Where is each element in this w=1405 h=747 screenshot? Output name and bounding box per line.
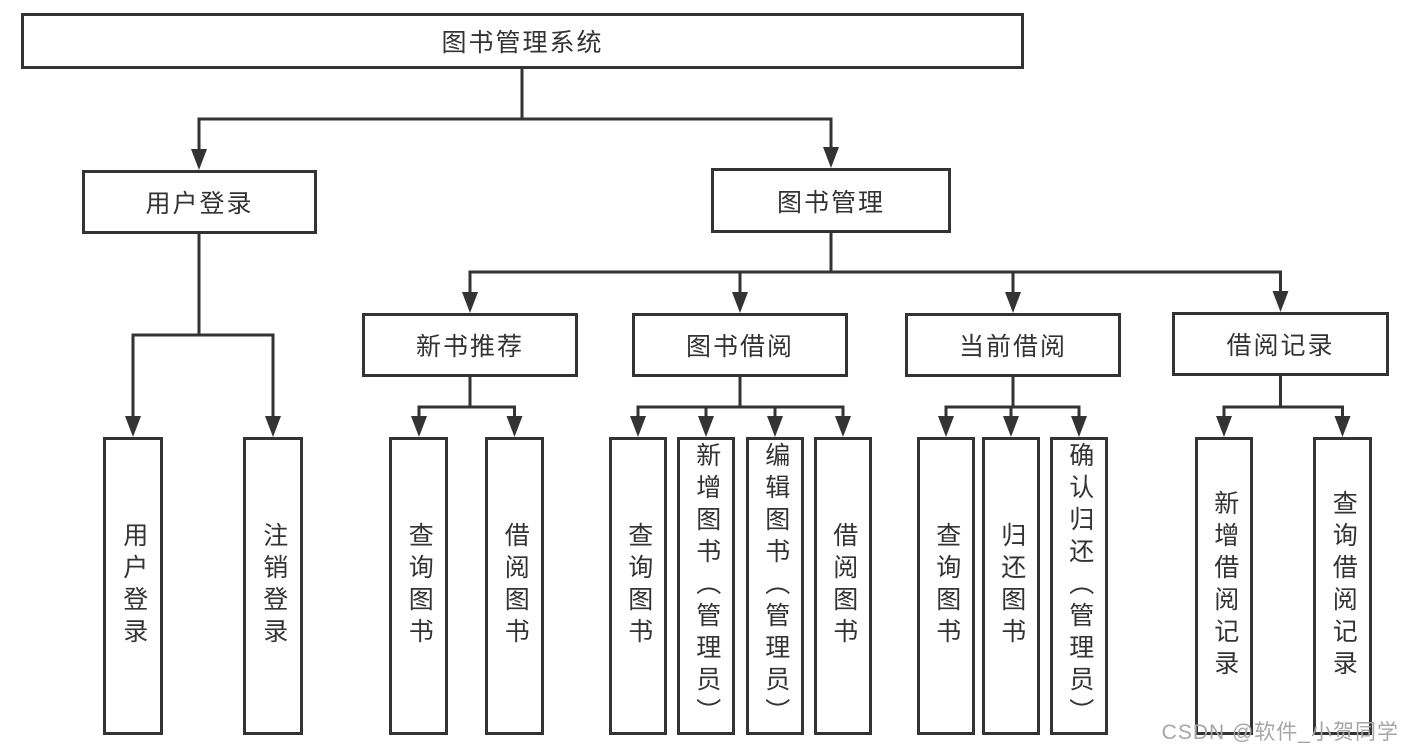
- node-label: 借阅记录: [1226, 332, 1335, 360]
- leaf-logout: 注销登录: [243, 437, 303, 735]
- node-label: 图书借阅: [685, 333, 794, 361]
- arrow-icon: [767, 416, 783, 437]
- leaf-label: 借阅图书: [501, 522, 530, 650]
- node-new-book-recommend: 新书推荐: [362, 313, 578, 377]
- leaf-user-login: 用户登录: [103, 437, 163, 735]
- node-book-borrow: 图书借阅: [632, 313, 848, 377]
- arrow-icon: [698, 416, 714, 437]
- leaf-query-books-recommend: 查询图书: [389, 437, 448, 735]
- leaf-borrow-books-recommend: 借阅图书: [485, 437, 544, 735]
- leaf-label: 用户登录: [119, 522, 148, 650]
- leaf-label: 查询借阅记录: [1329, 490, 1358, 682]
- arrow-icon: [1003, 416, 1019, 437]
- leaf-label: 查询图书: [624, 522, 653, 650]
- arrow-icon: [411, 416, 427, 437]
- leaf-label: 查询图书: [405, 522, 434, 650]
- node-label: 图书管理: [776, 188, 885, 217]
- leaf-label: 新增借阅记录: [1210, 490, 1239, 682]
- node-label: 新书推荐: [415, 333, 524, 361]
- leaf-query-borrow-record: 查询借阅记录: [1313, 437, 1372, 735]
- node-book-management: 图书管理: [711, 168, 951, 233]
- leaf-borrow-books: 借阅图书: [814, 437, 872, 735]
- arrow-icon: [1216, 416, 1232, 437]
- arrow-icon: [630, 416, 646, 437]
- arrowheads: [125, 147, 1351, 437]
- arrow-icon: [125, 416, 141, 437]
- node-borrow-records: 借阅记录: [1172, 312, 1389, 376]
- arrow-icon: [1334, 416, 1351, 437]
- node-label: 用户登录: [145, 190, 254, 218]
- node-user-login: 用户登录: [82, 170, 317, 234]
- arrow-icon: [1005, 292, 1021, 313]
- leaf-return-books: 归还图书: [982, 437, 1040, 735]
- leaf-label: 借阅图书: [829, 522, 858, 650]
- leaf-edit-books-admin: 编辑图书（管理员）: [746, 437, 804, 735]
- leaf-label: 确认归还（管理员）: [1065, 442, 1094, 730]
- connector-recommend-to-leaves: [417, 377, 516, 420]
- node-current-borrow: 当前借阅: [905, 313, 1121, 377]
- csdn-watermark: CSDN @软件_小贺同学: [1161, 721, 1399, 744]
- leaf-label: 查询图书: [932, 522, 961, 650]
- leaf-label: 新增图书（管理员）: [692, 442, 721, 730]
- leaf-confirm-return-admin: 确认归还（管理员）: [1050, 437, 1108, 735]
- arrow-icon: [835, 416, 851, 437]
- arrow-icon: [823, 147, 839, 168]
- arrow-icon: [191, 149, 207, 170]
- arrow-icon: [732, 292, 748, 313]
- leaf-query-books-borrow: 查询图书: [609, 437, 667, 735]
- arrow-icon: [1272, 291, 1289, 312]
- connector-book-mgmt-to-level3: [468, 233, 1282, 297]
- connector-borrow-to-leaves: [636, 377, 845, 420]
- leaf-add-books-admin: 新增图书（管理员）: [677, 437, 735, 735]
- arrow-icon: [506, 416, 523, 437]
- leaf-query-books-current: 查询图书: [917, 437, 975, 735]
- leaf-label: 注销登录: [259, 522, 288, 650]
- connector-root-to-level2: [197, 69, 833, 152]
- node-label: 当前借阅: [958, 333, 1067, 361]
- connector-records-to-leaves: [1222, 376, 1344, 420]
- connector-current-to-leaves: [944, 377, 1081, 420]
- node-library-system: 图书管理系统: [21, 13, 1024, 69]
- leaf-add-borrow-record: 新增借阅记录: [1195, 437, 1253, 735]
- leaf-label: 编辑图书（管理员）: [761, 442, 790, 730]
- arrow-icon: [265, 416, 281, 437]
- connector-user-login-to-leaves: [131, 234, 275, 420]
- node-label: 图书管理系统: [441, 29, 604, 57]
- arrow-icon: [938, 416, 954, 437]
- arrow-icon: [1071, 416, 1087, 437]
- leaf-label: 归还图书: [997, 522, 1026, 650]
- arrow-icon: [462, 292, 478, 313]
